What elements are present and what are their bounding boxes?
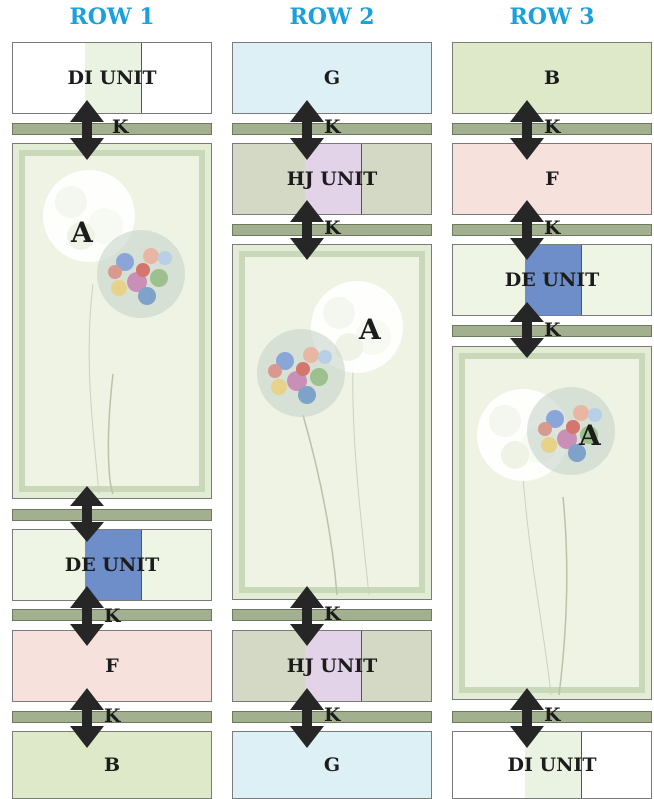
k-bar <box>452 325 652 337</box>
de-unit-block: DE UNIT <box>12 529 212 601</box>
g-block: G <box>232 731 432 799</box>
k-bar <box>12 123 212 135</box>
k-bar <box>452 711 652 723</box>
di-unit-stripe <box>525 732 582 798</box>
row-1-column: DI UNIT K A DE UNIT K F K B <box>12 0 212 799</box>
double-arrow-icon <box>70 688 104 748</box>
hj-unit-stripe <box>305 144 362 214</box>
row-2-column: G K HJ UNIT K A K HJ UNIT K G <box>232 0 432 799</box>
dandelion-illustration <box>477 387 615 696</box>
b-label: B <box>543 67 561 89</box>
k-bar <box>452 224 652 236</box>
panel-a: A <box>232 244 432 600</box>
di-unit-stripe <box>85 43 142 113</box>
k-label: K <box>104 705 121 727</box>
dandelion-illustration <box>257 281 403 596</box>
f-block: F <box>12 630 212 702</box>
double-arrow-icon <box>510 688 544 748</box>
k-label: K <box>324 217 341 239</box>
k-bar <box>232 711 432 723</box>
f-block: F <box>452 143 652 215</box>
row-1-header: ROW 1 <box>69 4 155 30</box>
hj-unit-stripe <box>305 631 362 701</box>
k-label: K <box>324 704 341 726</box>
k-bar <box>232 609 432 621</box>
di-unit-block: DI UNIT <box>12 42 212 114</box>
k-label: K <box>544 217 561 239</box>
double-arrow-icon <box>70 100 104 160</box>
k-bar <box>12 711 212 723</box>
g-label: G <box>323 67 341 89</box>
k-label: K <box>324 116 341 138</box>
double-arrow-icon <box>290 100 324 160</box>
b-block: B <box>452 42 652 114</box>
di-unit-label: DI UNIT <box>507 754 597 776</box>
double-arrow-icon <box>510 200 544 260</box>
hj-unit-label: HJ UNIT <box>286 655 378 677</box>
double-arrow-icon <box>70 486 104 542</box>
k-label: K <box>104 605 121 627</box>
k-label: K <box>544 704 561 726</box>
de-unit-stripe <box>525 245 582 315</box>
f-label: F <box>105 655 119 677</box>
k-bar <box>232 224 432 236</box>
k-label: K <box>544 319 561 341</box>
k-bar <box>12 609 212 621</box>
hj-unit-block: HJ UNIT <box>232 143 432 215</box>
k-label: K <box>112 116 129 138</box>
g-block: G <box>232 42 432 114</box>
f-label: F <box>545 168 559 190</box>
double-arrow-icon <box>290 586 324 646</box>
de-unit-label: DE UNIT <box>64 554 160 576</box>
dandelion-illustration <box>43 170 185 495</box>
k-bar <box>232 123 432 135</box>
g-label: G <box>323 754 341 776</box>
k-bar <box>12 509 212 521</box>
double-arrow-icon <box>70 586 104 646</box>
double-arrow-icon <box>510 100 544 160</box>
de-unit-label: DE UNIT <box>504 269 600 291</box>
k-label: K <box>544 116 561 138</box>
b-block: B <box>12 731 212 799</box>
row-2-header: ROW 2 <box>289 4 375 30</box>
k-label: K <box>324 603 341 625</box>
di-unit-block: DI UNIT <box>452 731 652 799</box>
panel-a-label: A <box>359 313 381 346</box>
row-3-header: ROW 3 <box>509 4 595 30</box>
double-arrow-icon <box>290 688 324 748</box>
panel-a: A <box>452 346 652 700</box>
di-unit-label: DI UNIT <box>67 67 157 89</box>
de-unit-stripe <box>85 530 142 600</box>
b-label: B <box>103 754 121 776</box>
panel-a: A <box>12 143 212 499</box>
double-arrow-icon <box>290 200 324 260</box>
de-unit-block: DE UNIT <box>452 244 652 316</box>
hj-unit-block: HJ UNIT <box>232 630 432 702</box>
double-arrow-icon <box>510 302 544 358</box>
panel-a-label: A <box>579 419 601 452</box>
k-bar <box>452 123 652 135</box>
hj-unit-label: HJ UNIT <box>286 168 378 190</box>
panel-a-label: A <box>71 216 93 249</box>
row-3-column: B K F K DE UNIT K A K DI UNIT <box>452 0 652 799</box>
